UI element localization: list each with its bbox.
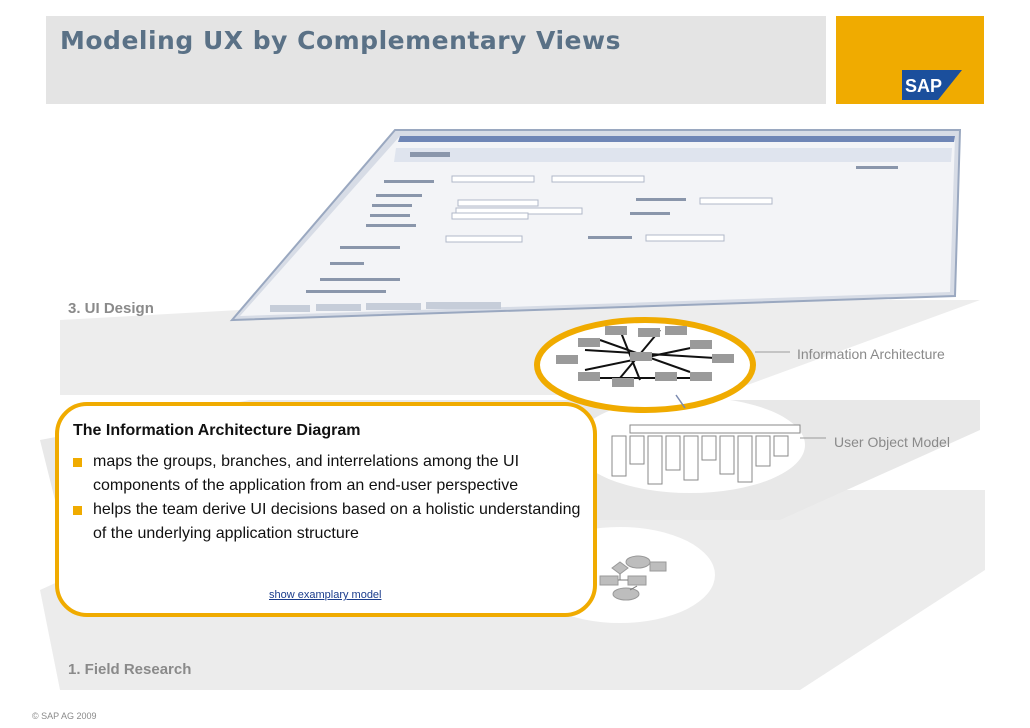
slide-title: Modeling UX by Complementary Views — [60, 26, 621, 55]
ia-network-diagram — [556, 326, 734, 387]
field-flow-diagram — [599, 555, 667, 601]
field-research-label: 1. Field Research — [68, 661, 192, 678]
ui-design-label: 3. UI Design — [68, 300, 154, 317]
layer-arrow — [675, 394, 686, 409]
callout-bullet: maps the groups, branches, and interrela… — [73, 450, 583, 498]
title-bar: Modeling UX by Complementary Views — [46, 16, 826, 104]
information-architecture-label: Information Architecture — [797, 346, 945, 362]
callout-bullets: maps the groups, branches, and interrela… — [73, 450, 583, 546]
bullet-square-icon — [73, 506, 82, 515]
uom-tree-diagram — [611, 424, 801, 485]
ui-design-screen — [229, 129, 962, 322]
copyright: © SAP AG 2009 — [32, 711, 97, 721]
brand-bar: SAP — [836, 16, 984, 104]
sap-logo-text: SAP — [905, 76, 942, 96]
bullet-text: helps the team derive UI decisions based… — [93, 501, 581, 542]
sap-logo: SAP — [902, 70, 962, 100]
bullet-square-icon — [73, 458, 82, 467]
bullet-text: maps the groups, branches, and interrela… — [93, 453, 520, 494]
callout-title: The Information Architecture Diagram — [73, 422, 361, 439]
show-model-link[interactable]: show examplary model — [269, 589, 382, 601]
callout-bullet: helps the team derive UI decisions based… — [73, 498, 583, 546]
ia-callout: The Information Architecture Diagram map… — [55, 402, 597, 617]
user-object-model-label: User Object Model — [834, 434, 950, 450]
